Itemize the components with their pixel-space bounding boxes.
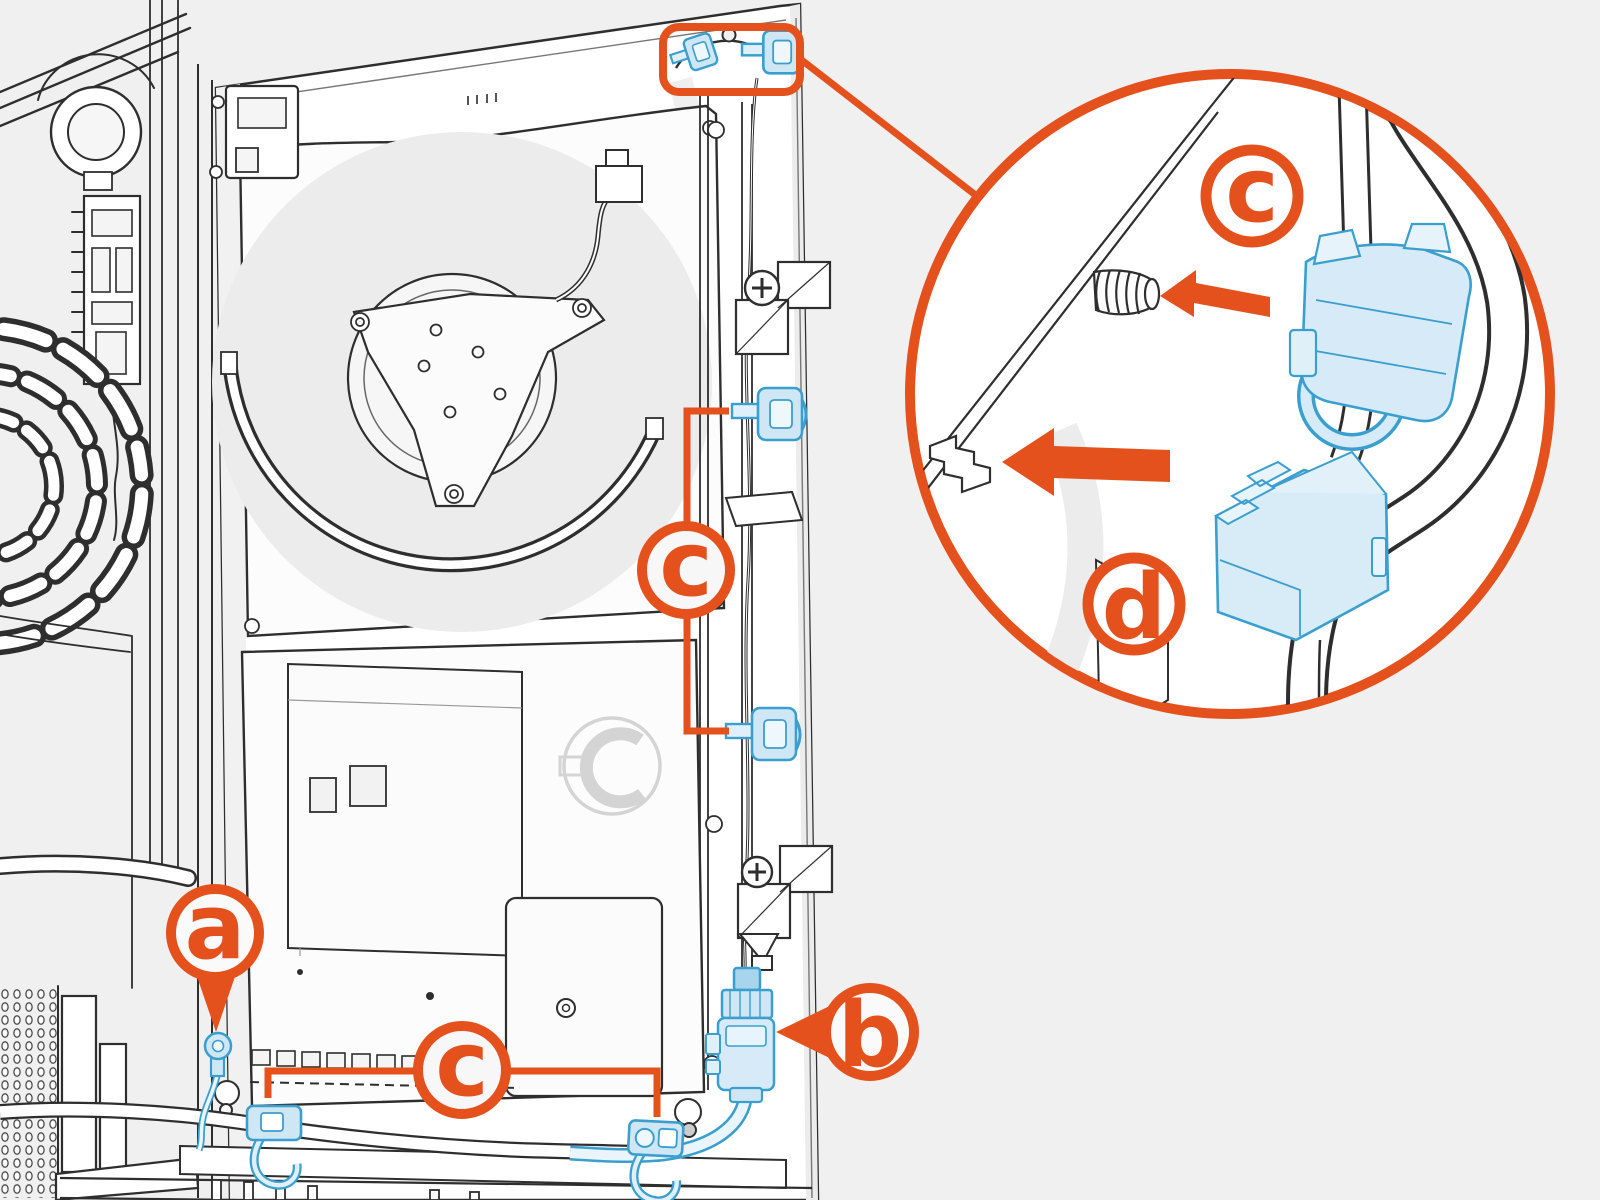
callout-a-label: a <box>185 875 246 980</box>
main-callouts: c c a b <box>166 407 919 1119</box>
funnel <box>737 933 780 964</box>
callout-d-inset-label: d <box>1102 555 1166 660</box>
arrow-left-large-icon <box>1002 428 1170 496</box>
mini-clip-left <box>668 32 719 72</box>
door-hinge-lower-assembly <box>54 994 200 1200</box>
board-pins <box>71 211 85 353</box>
cover-module <box>504 896 664 1098</box>
upper-door-plate <box>212 93 726 638</box>
callout-b-pin: b <box>776 983 919 1088</box>
lower-door-panel <box>214 638 706 1138</box>
wire-connector-detail <box>1214 450 1390 642</box>
cable-clip-mid <box>724 706 802 762</box>
control-board <box>71 194 142 541</box>
vent-grille <box>0 316 154 656</box>
callout-c-bottom-label: c <box>435 1012 488 1117</box>
cable-clip-upper <box>730 386 808 442</box>
top-detail-callout <box>659 23 981 200</box>
hose-clip-right <box>626 1119 685 1200</box>
callout-a-pin: a <box>166 875 264 1032</box>
alignment-ticks <box>467 93 497 105</box>
detail-inset: c d <box>905 69 1555 719</box>
callout-c-rail-badge <box>637 521 735 619</box>
callout-b-badge <box>821 983 919 1081</box>
hose-clamp-detail <box>1288 222 1472 451</box>
side-panel-edge <box>0 615 133 989</box>
plate-connector <box>595 149 643 203</box>
bracket-screws <box>350 298 592 504</box>
hinge-upper <box>734 260 832 356</box>
callout-c-bottom-badge <box>413 1021 511 1119</box>
rail-bracket <box>724 490 804 528</box>
threaded-stud <box>1092 269 1161 316</box>
water-valve <box>705 966 776 1104</box>
callout-d-inset-badge <box>1082 552 1186 656</box>
callout-c-inset-label: c <box>1225 138 1278 243</box>
hose-clip-left <box>245 1104 303 1190</box>
catch-slot <box>928 434 992 494</box>
detail-leader-line <box>796 55 981 200</box>
inset-panel-edge <box>914 78 1249 515</box>
ground-wire <box>195 1031 233 1152</box>
callout-b-label: b <box>838 983 902 1088</box>
perforated-panel <box>0 986 58 1198</box>
arrow-left-small-icon <box>1160 270 1270 317</box>
highlighted-parts <box>0 386 808 1200</box>
door-panel <box>59 2 834 1200</box>
blower-collar <box>37 53 155 191</box>
fan-spider-bracket <box>350 292 606 508</box>
callout-c-rail-label: c <box>659 512 712 617</box>
cover-screw-icon <box>556 998 576 1018</box>
air-duct-channel <box>220 351 664 573</box>
cabinet-section <box>0 0 200 1200</box>
cabinet-front-edge <box>149 0 179 877</box>
hinge-lower <box>736 844 834 940</box>
electronics-module <box>287 662 523 958</box>
brand-emblem <box>558 716 662 816</box>
callout-c-inset-badge <box>1200 144 1304 248</box>
callout-a-badge <box>166 884 264 982</box>
mini-clip-right <box>740 29 801 75</box>
door-latch-bracket <box>209 84 300 180</box>
